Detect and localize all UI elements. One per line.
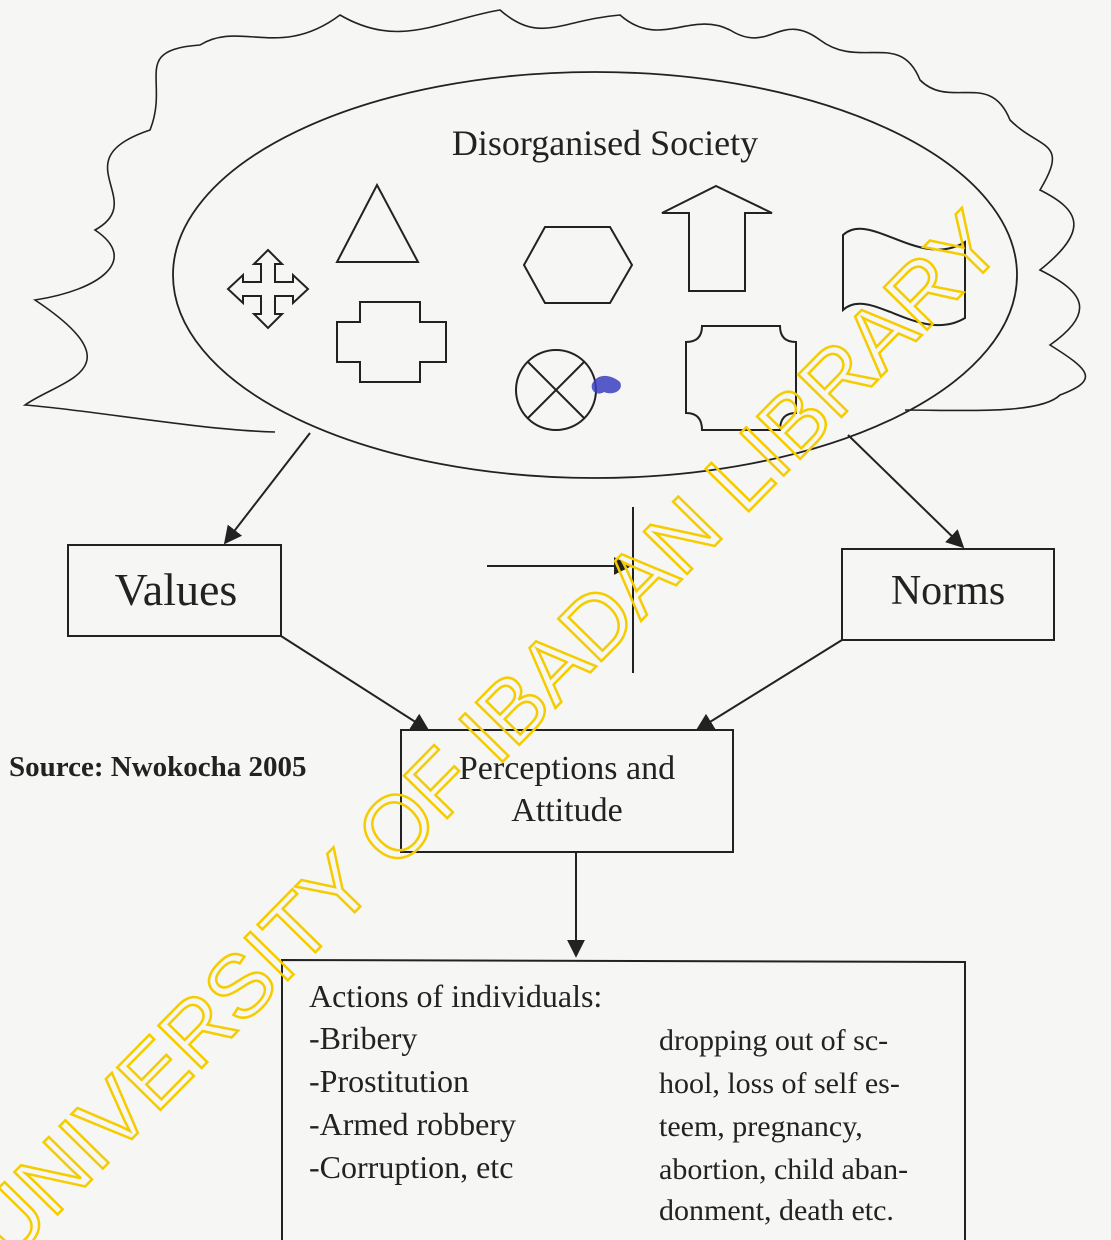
jagged-outline — [22, 9, 1087, 433]
society-title: Disorganised Society — [452, 123, 758, 163]
arrow-to-norms — [847, 434, 965, 549]
perceptions-line-1: Perceptions and — [459, 750, 675, 787]
wave-flag-icon — [842, 227, 966, 326]
perceptions-box — [400, 729, 734, 853]
consequence-line: hool, loss of self es- — [659, 1067, 900, 1100]
norms-label: Norms — [891, 568, 1005, 614]
actions-heading: Actions of individuals: — [309, 978, 602, 1014]
consequence-line: dropping out of sc- — [659, 1024, 888, 1057]
ink-blot — [591, 375, 621, 394]
consequence-line: abortion, child aban- — [659, 1153, 908, 1186]
action-item: -Armed robbery — [309, 1106, 516, 1142]
action-item: -Corruption, etc — [309, 1149, 513, 1185]
four-way-arrow-icon — [226, 248, 310, 330]
action-item: -Prostitution — [309, 1063, 469, 1099]
crossed-circle-icon — [515, 349, 597, 431]
society-ellipse — [172, 71, 1018, 479]
actions-box — [281, 958, 966, 1240]
hexagon-icon — [522, 226, 634, 304]
action-item: -Bribery — [309, 1020, 417, 1056]
up-arrow-icon — [661, 184, 773, 292]
cross-shape-icon — [336, 301, 447, 383]
arrow-to-values — [223, 432, 311, 545]
norms-box — [841, 548, 1055, 641]
values-box — [67, 544, 282, 637]
values-label: Values — [115, 564, 238, 615]
arrow-values-to-perceptions — [280, 635, 430, 731]
consequence-line: donment, death etc. — [659, 1194, 894, 1227]
arrow-norms-to-perceptions — [695, 639, 843, 731]
triangle-icon — [335, 182, 420, 263]
consequence-line: teem, pregnancy, — [659, 1110, 863, 1143]
perceptions-line-2: Attitude — [511, 792, 622, 829]
source-label: Source: Nwokocha 2005 — [9, 751, 307, 783]
notched-square-icon — [685, 325, 797, 431]
